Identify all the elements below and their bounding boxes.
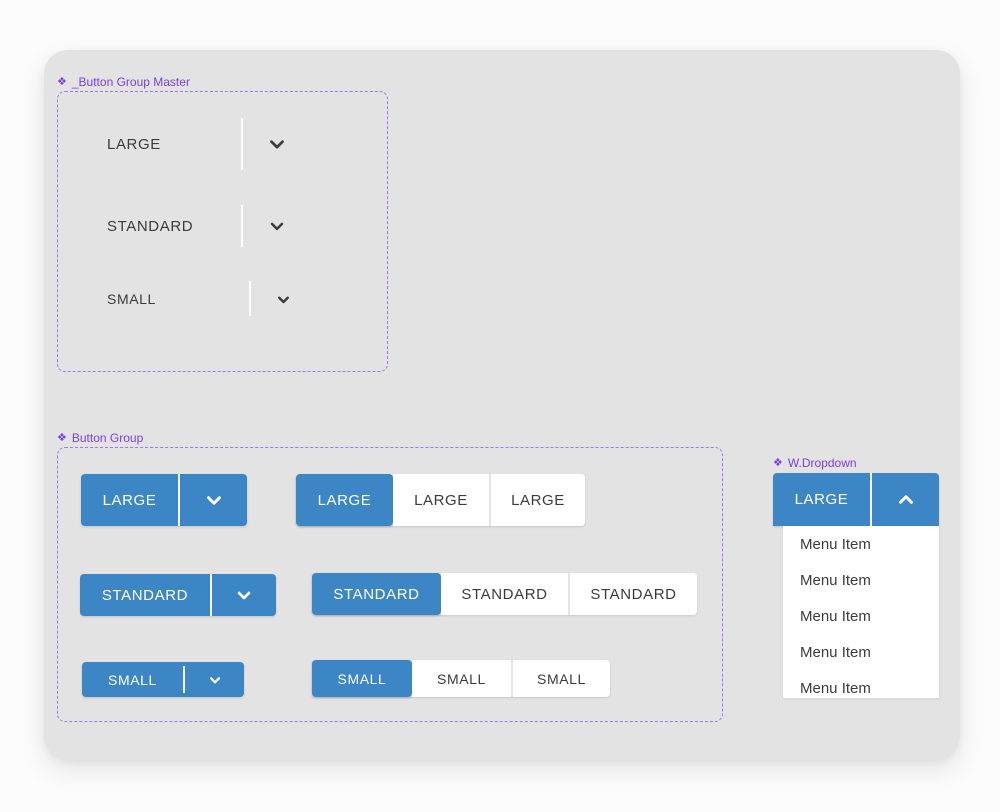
menu-item[interactable]: Menu Item xyxy=(800,571,871,589)
segment-button-selected[interactable]: LARGE xyxy=(296,474,393,526)
split-caret-button[interactable] xyxy=(212,574,276,616)
split-button-small-label[interactable]: SMALL xyxy=(108,671,157,688)
ghost-button-standard-label[interactable]: STANDARD xyxy=(107,218,194,235)
master-frame-title: _Button Group Master xyxy=(71,75,190,89)
menu-item[interactable]: Menu Item xyxy=(800,679,871,697)
segmented-group-large: LARGE LARGE LARGE xyxy=(296,474,585,526)
button-group-frame-title: Button Group xyxy=(71,431,144,445)
component-diamond-icon: ❖ xyxy=(57,75,67,88)
dropdown-caret-button[interactable] xyxy=(872,473,939,526)
split-button-small[interactable]: SMALL xyxy=(82,662,244,697)
menu-item[interactable]: Menu Item xyxy=(800,535,871,553)
button-divider xyxy=(183,666,185,693)
chevron-down-icon xyxy=(270,222,284,231)
segmented-group-small: SMALL SMALL SMALL xyxy=(312,660,610,697)
segment-button[interactable]: SMALL xyxy=(511,660,610,697)
segment-button[interactable]: LARGE xyxy=(393,474,489,526)
chevron-down-icon xyxy=(209,676,220,683)
ghost-button-large-label[interactable]: LARGE xyxy=(107,136,161,153)
split-caret-button[interactable] xyxy=(185,662,244,697)
dropdown-button[interactable]: LARGE xyxy=(773,473,939,526)
dropdown-frame-title: W.Dropdown xyxy=(787,456,857,470)
split-button-large[interactable]: LARGE xyxy=(81,474,247,526)
split-button-standard-label[interactable]: STANDARD xyxy=(101,586,189,604)
segment-button[interactable]: STANDARD xyxy=(568,573,697,615)
split-button-large-label[interactable]: LARGE xyxy=(102,491,157,509)
chevron-down-icon xyxy=(270,140,284,149)
dropdown-frame-label[interactable]: ❖ W.Dropdown xyxy=(773,456,857,470)
ghost-divider xyxy=(241,205,243,247)
split-caret-button[interactable] xyxy=(180,474,247,526)
button-divider xyxy=(870,473,872,526)
segment-button-selected[interactable]: SMALL xyxy=(312,660,412,697)
ghost-divider xyxy=(241,118,243,170)
button-divider xyxy=(210,574,212,616)
dropdown-menu: Menu Item Menu Item Menu Item Menu Item … xyxy=(783,526,939,698)
chevron-down-icon xyxy=(277,296,289,303)
chevron-down-icon xyxy=(206,496,221,505)
button-group-frame-label[interactable]: ❖ Button Group xyxy=(57,431,143,445)
segment-button[interactable]: LARGE xyxy=(489,474,585,526)
dropdown-button-label[interactable]: LARGE xyxy=(794,491,849,508)
component-diamond-icon: ❖ xyxy=(57,431,67,444)
segment-button[interactable]: STANDARD xyxy=(441,573,568,615)
ghost-caret-button-large[interactable] xyxy=(265,133,289,155)
master-frame-label[interactable]: ❖ _Button Group Master xyxy=(57,75,190,89)
master-frame xyxy=(57,91,388,372)
ghost-caret-button-small[interactable] xyxy=(273,290,293,308)
menu-item[interactable]: Menu Item xyxy=(800,643,871,661)
ghost-divider xyxy=(249,281,251,316)
chevron-down-icon xyxy=(237,591,251,600)
menu-item[interactable]: Menu Item xyxy=(800,607,871,625)
segment-button-selected[interactable]: STANDARD xyxy=(312,573,441,615)
chevron-up-icon xyxy=(898,494,913,504)
split-button-standard[interactable]: STANDARD xyxy=(80,574,276,616)
ghost-button-small-label[interactable]: SMALL xyxy=(107,291,156,307)
component-diamond-icon: ❖ xyxy=(773,456,783,469)
ghost-caret-button-standard[interactable] xyxy=(266,216,288,236)
button-group-frame xyxy=(57,447,723,722)
segmented-group-standard: STANDARD STANDARD STANDARD xyxy=(312,573,697,615)
segment-button[interactable]: SMALL xyxy=(412,660,511,697)
button-divider xyxy=(178,474,180,526)
